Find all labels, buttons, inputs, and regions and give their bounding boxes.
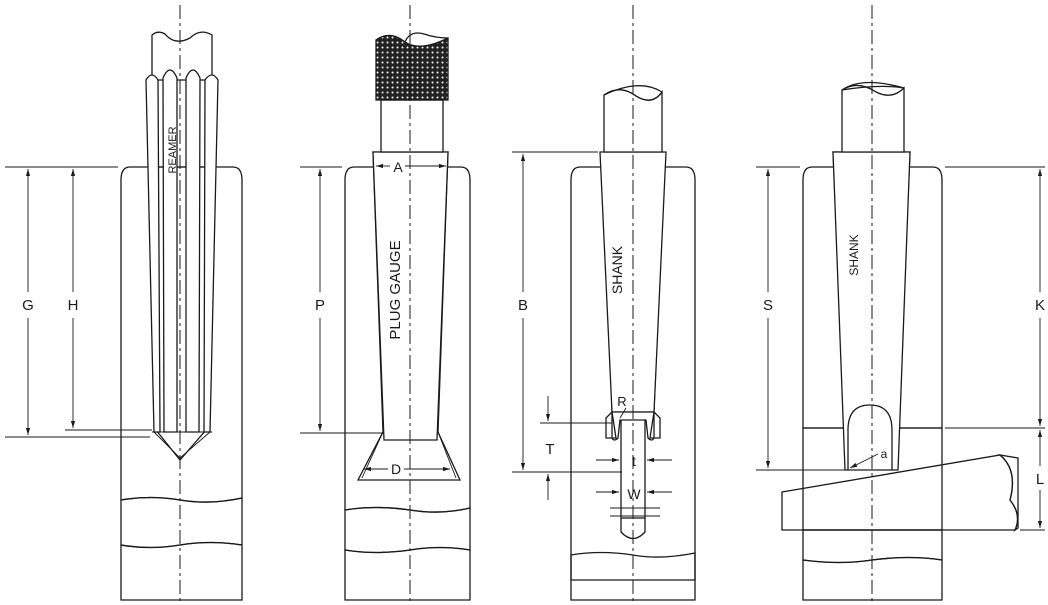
dim-G: G	[22, 297, 34, 314]
shank-label-2: SHANK	[847, 234, 861, 275]
figure-reamer: REAMER G H	[5, 5, 243, 603]
dim-S: S	[763, 297, 773, 314]
dim-P: P	[315, 297, 325, 314]
dim-a: a	[881, 447, 888, 461]
dim-W: W	[627, 486, 641, 502]
figure-plug-gauge: PLUG GAUGE A D P	[300, 5, 471, 603]
reamer-socket-body	[120, 166, 243, 503]
dim-T: T	[545, 441, 554, 458]
dim-B: B	[518, 297, 528, 314]
shank-label-1: SHANK	[609, 245, 625, 294]
plug-gauge-label: PLUG GAUGE	[387, 240, 404, 339]
dim-H: H	[68, 297, 79, 314]
reamer-label: REAMER	[167, 126, 179, 173]
figure-shank-drift: SHANK a S K L	[756, 5, 1045, 603]
dim-t: t	[632, 453, 636, 469]
dim-L: L	[1036, 471, 1044, 488]
knurled-handle	[375, 34, 449, 101]
dim-D: D	[391, 461, 401, 477]
dim-K: K	[1035, 297, 1045, 314]
figure-shank-tang: SHANK B T R t W	[512, 5, 696, 603]
drift-wedge	[781, 454, 1019, 531]
dim-R: R	[617, 394, 626, 409]
dim-A: A	[393, 159, 403, 175]
